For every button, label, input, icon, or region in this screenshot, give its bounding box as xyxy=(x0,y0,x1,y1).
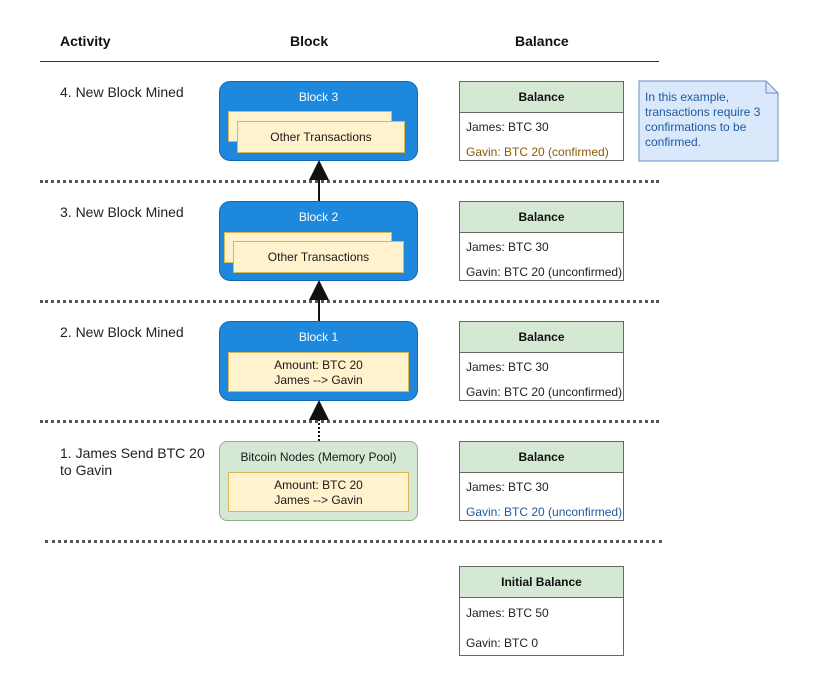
balance-title: Balance xyxy=(460,82,623,113)
transaction-amount: Amount: BTC 20 xyxy=(274,358,363,372)
balance-james: James: BTC 30 xyxy=(466,480,549,494)
balance-gavin: Gavin: BTC 20 (unconfirmed) xyxy=(466,385,623,399)
balance-gavin: Gavin: BTC 20 (unconfirmed) xyxy=(466,265,623,279)
transaction-parties: James --> Gavin xyxy=(274,493,363,507)
row-separator xyxy=(40,180,659,183)
balance-james: James: BTC 30 xyxy=(466,120,549,134)
balance-gavin: Gavin: BTC 20 (unconfirmed) xyxy=(466,505,623,519)
balance-title: Balance xyxy=(460,442,623,473)
note-shape xyxy=(638,80,779,162)
balance-gavin: Gavin: BTC 20 (confirmed) xyxy=(466,145,609,159)
balance-box-block-2: Balance James: BTC 30 Gavin: BTC 20 (unc… xyxy=(459,201,624,281)
balance-box-block-1: Balance James: BTC 30 Gavin: BTC 20 (unc… xyxy=(459,321,624,401)
row-separator xyxy=(45,540,662,543)
initial-balance-gavin: Gavin: BTC 0 xyxy=(466,636,539,650)
block-column-header: Block xyxy=(290,33,329,49)
block-1-title: Block 1 xyxy=(298,330,339,344)
balance-title: Balance xyxy=(460,322,623,353)
note-text: In this example, transactions require 3 … xyxy=(645,90,761,149)
transaction-amount: Amount: BTC 20 xyxy=(274,478,363,492)
initial-balance-box: Initial Balance James: BTC 50 Gavin: BTC… xyxy=(459,566,624,656)
balance-column-header: Balance xyxy=(515,33,569,49)
memory-pool-title: Bitcoin Nodes (Memory Pool) xyxy=(240,450,397,464)
activity-label-2: 2. New Block Mined xyxy=(60,324,184,340)
activity-label-1: 1. James Send BTC 20 to Gavin xyxy=(60,445,205,478)
activity-label-3: 3. New Block Mined xyxy=(60,204,184,220)
balance-box-block-3: Balance James: BTC 30 Gavin: BTC 20 (con… xyxy=(459,81,624,161)
block-3: Block 3 Other Transactions xyxy=(219,81,418,161)
activity-column-header: Activity xyxy=(60,33,111,49)
other-transactions-label: Other Transactions xyxy=(270,130,372,144)
block-1: Block 1 Amount: BTC 20 James --> Gavin xyxy=(219,321,418,401)
activity-label-4: 4. New Block Mined xyxy=(60,84,184,100)
block-2-title: Block 2 xyxy=(298,210,339,224)
block-2: Block 2 Other Transactions xyxy=(219,201,418,281)
note-fold xyxy=(765,81,778,94)
balance-box-mempool: Balance James: BTC 30 Gavin: BTC 20 (unc… xyxy=(459,441,624,521)
transaction-parties: James --> Gavin xyxy=(274,373,363,387)
balance-james: James: BTC 30 xyxy=(466,240,549,254)
balance-title: Balance xyxy=(460,202,623,233)
balance-james: James: BTC 30 xyxy=(466,360,549,374)
header-divider xyxy=(40,61,659,62)
other-transactions-card: Other Transactions xyxy=(237,121,405,153)
row-separator xyxy=(40,420,659,423)
other-transactions-card: Other Transactions xyxy=(233,241,404,273)
initial-balance-james: James: BTC 50 xyxy=(466,606,549,620)
block-3-title: Block 3 xyxy=(298,90,339,104)
initial-balance-title: Initial Balance xyxy=(460,567,623,598)
other-transactions-label: Other Transactions xyxy=(267,250,370,264)
transaction-card: Amount: BTC 20 James --> Gavin xyxy=(228,352,409,392)
row-separator xyxy=(40,300,659,303)
transaction-card: Amount: BTC 20 James --> Gavin xyxy=(228,472,409,512)
memory-pool: Bitcoin Nodes (Memory Pool) Amount: BTC … xyxy=(219,441,418,521)
